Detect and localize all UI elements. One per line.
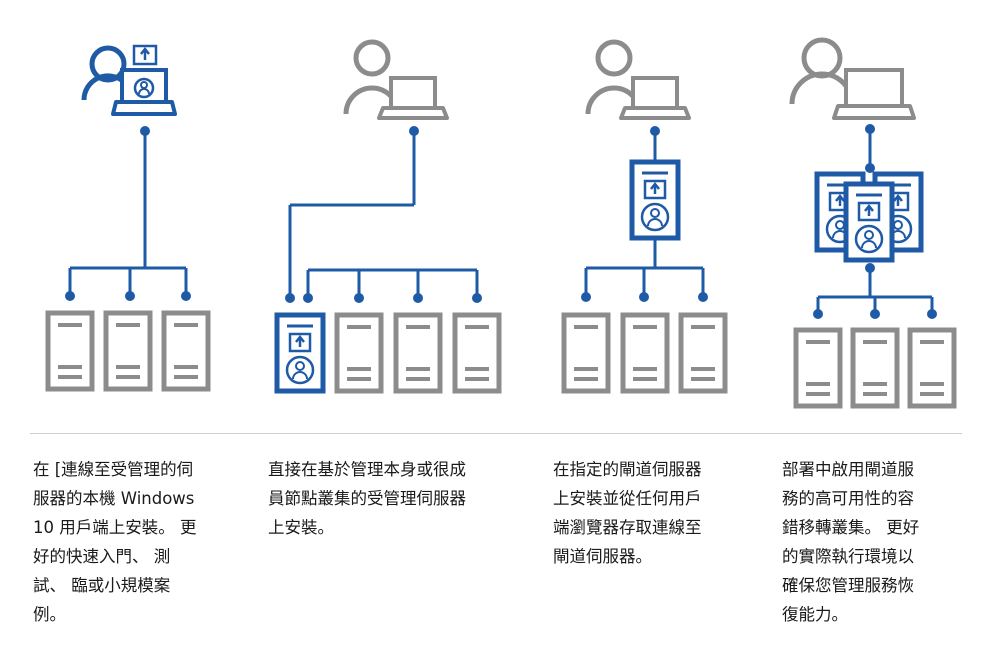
server-icon xyxy=(106,313,150,389)
laptop-icon xyxy=(377,76,449,120)
gateway-server-icon xyxy=(846,184,892,260)
caption-line: 確保您管理服務恢 xyxy=(782,576,914,595)
laptop-icon xyxy=(832,68,916,120)
server-icon xyxy=(164,313,208,389)
caption-line: 在 [連線至受管理的伺 xyxy=(33,460,194,479)
caption-line: 好的快速入門、 測 xyxy=(33,547,171,566)
scenario-1-caption: 在 [連線至受管理的伺 服器的本機 Windows 10 用戶端上安裝。 更 好… xyxy=(33,455,233,629)
scenario-2-diagram xyxy=(277,42,499,391)
connection-dot xyxy=(813,309,823,319)
caption-line: 服器的本機 Windows xyxy=(33,489,195,508)
server-icon xyxy=(853,330,897,406)
server-icon xyxy=(337,315,381,391)
scenario-1-diagram xyxy=(48,44,208,389)
scenario-4-caption: 部署中啟用閘道服 務的高可用性的容 錯移轉叢集。 更好 的實際執行環境以 確保您… xyxy=(782,455,952,629)
caption-line: 例。 xyxy=(33,605,66,624)
scenario-3-diagram xyxy=(564,42,725,391)
server-icon xyxy=(396,315,440,391)
caption-line: 上安裝。 xyxy=(268,518,334,537)
scenario-3-caption: 在指定的閘道伺服器 上安裝並從任何用戶 端瀏覽器存取連線至 閘道伺服器。 xyxy=(553,455,743,571)
connection-dot xyxy=(581,292,591,302)
gateway-server-icon xyxy=(277,315,323,391)
server-icon xyxy=(796,330,840,406)
server-icon xyxy=(455,315,499,391)
caption-line: 上安裝並從任何用戶 xyxy=(553,489,702,508)
connection-dot xyxy=(354,293,364,303)
laptop-icon xyxy=(619,76,691,120)
caption-line: 部署中啟用閘道服 xyxy=(782,460,914,479)
connection-dot xyxy=(125,291,135,301)
divider xyxy=(30,433,962,434)
connection-dot xyxy=(303,293,313,303)
gateway-app-icon xyxy=(132,44,158,66)
server-icon xyxy=(681,315,725,391)
server-icon xyxy=(48,313,92,389)
connection-dot xyxy=(181,291,191,301)
caption-line: 錯移轉叢集。 更好 xyxy=(782,518,920,537)
caption-line: 試、 臨或小規模案 xyxy=(33,576,171,595)
caption-line: 10 用戶端上安裝。 更 xyxy=(33,518,197,537)
caption-line: 在指定的閘道伺服器 xyxy=(553,460,702,479)
caption-line: 的實際執行環境以 xyxy=(782,547,914,566)
connection-dot xyxy=(285,293,295,303)
caption-line: 員節點叢集的受管理伺服器 xyxy=(268,489,466,508)
connection-dot xyxy=(413,293,423,303)
caption-line: 端瀏覽器存取連線至 xyxy=(553,518,702,537)
connection-dot xyxy=(65,291,75,301)
connection-dot xyxy=(472,293,482,303)
caption-line: 務的高可用性的容 xyxy=(782,489,914,508)
deployment-diagram xyxy=(0,37,1000,440)
server-icon xyxy=(564,315,608,391)
caption-line: 直接在基於管理本身或很成 xyxy=(268,460,466,479)
scenario-4-diagram xyxy=(789,37,954,406)
connection-dot xyxy=(870,309,880,319)
connection-dot xyxy=(698,292,708,302)
server-icon xyxy=(910,330,954,406)
connection-dot xyxy=(927,309,937,319)
caption-line: 閘道伺服器。 xyxy=(553,547,652,566)
server-icon xyxy=(623,315,667,391)
user-icon xyxy=(789,37,855,105)
gateway-server-icon xyxy=(632,162,678,238)
caption-line: 復能力。 xyxy=(782,605,848,624)
laptop-icon xyxy=(111,68,177,116)
scenario-2-caption: 直接在基於管理本身或很成 員節點叢集的受管理伺服器 上安裝。 xyxy=(268,455,516,542)
connection-dot xyxy=(639,292,649,302)
user-icon xyxy=(81,45,127,101)
